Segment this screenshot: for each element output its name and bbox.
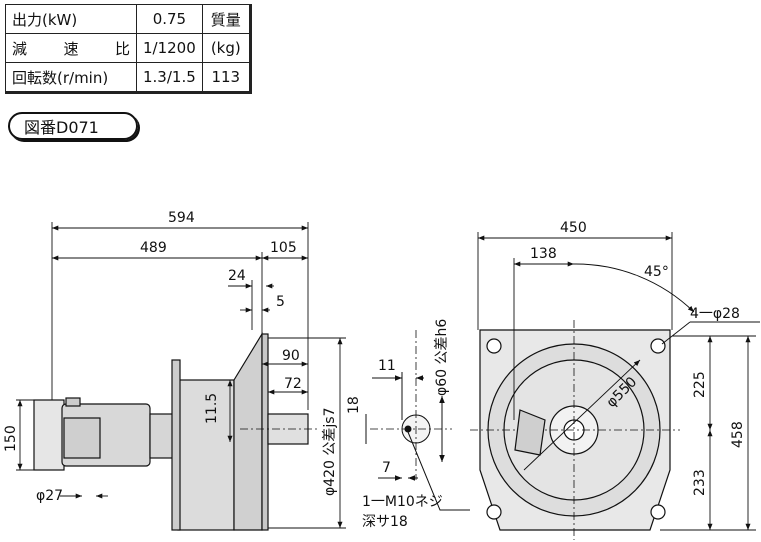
side-view-labels: 594 489 105 24 5 90 72 11.5 18 φ420 公差js…: [3, 210, 362, 504]
label-138: 138: [530, 246, 557, 262]
ratio-label: 減 速 比: [5, 33, 137, 63]
flange-plate: [261, 333, 269, 531]
bolt-hole-br: [650, 504, 666, 520]
label-233: 233: [692, 469, 708, 496]
label-450: 450: [560, 220, 587, 236]
label-tap-1: 1一M10ネジ: [362, 494, 443, 510]
label-tap-2: 深サ18: [362, 514, 408, 530]
label-18: 18: [346, 396, 362, 414]
mass-unit: (kg): [201, 33, 252, 63]
label-150: 150: [3, 425, 19, 452]
shaft-end-view: [365, 330, 470, 511]
motor-fan-cover: [33, 399, 65, 471]
speed-value: 1.3/1.5: [136, 62, 203, 94]
label-bolt-holes: 4一φ28: [690, 306, 740, 322]
motor-lug: [65, 397, 81, 407]
terminal-box: [63, 417, 101, 459]
label-60: φ60 公差h6: [434, 319, 450, 396]
gear-body: [177, 379, 235, 531]
label-5: 5: [276, 294, 285, 310]
output-label: 出力(kW): [5, 4, 137, 34]
spec-row-output: 出力(kW) 0.75 質量: [5, 4, 252, 34]
label-489: 489: [140, 240, 167, 256]
figure-number-badge: 図番D071: [8, 112, 138, 140]
gear-flange-taper: [233, 331, 263, 531]
spec-row-speed: 回転数(r/min) 1.3/1.5 113: [5, 62, 252, 94]
bolt-hole-tr: [650, 338, 666, 354]
label-594: 594: [168, 210, 195, 226]
bolt-hole-bl: [486, 504, 502, 520]
label-72: 72: [284, 376, 302, 392]
bolt-leader: [661, 321, 691, 345]
tap-leader: [407, 431, 470, 511]
spec-table: 出力(kW) 0.75 質量 減 速 比 1/1200 (kg) 回転数(r/m…: [5, 4, 252, 94]
speed-label: 回転数(r/min): [5, 62, 137, 94]
label-458: 458: [730, 421, 746, 448]
label-420: φ420 公差js7: [322, 408, 338, 497]
bolt-hole-tl: [486, 338, 502, 354]
label-27: φ27: [36, 488, 63, 504]
label-105: 105: [270, 240, 297, 256]
pcd-leader: [523, 359, 641, 471]
side-view: [33, 331, 320, 531]
label-225: 225: [692, 371, 708, 398]
front-view-dimensions: [477, 232, 760, 531]
label-90: 90: [282, 348, 300, 364]
label-11-5: 11.5: [204, 393, 220, 424]
angle-arc: [573, 263, 695, 313]
label-24: 24: [228, 268, 246, 284]
label-7: 7: [382, 460, 391, 476]
support-frame: [171, 359, 181, 531]
side-view-dimensions: [16, 222, 346, 529]
mass-value: 113: [201, 62, 252, 94]
label-45: 45°: [644, 264, 669, 280]
output-value: 0.75: [136, 4, 203, 34]
shaft-end-labels: 11 7 φ60 公差h6 1一M10ネジ 深サ18: [362, 319, 450, 530]
spec-row-ratio: 減 速 比 1/1200 (kg): [5, 33, 252, 63]
label-11: 11: [378, 358, 396, 374]
front-view: [470, 320, 680, 540]
